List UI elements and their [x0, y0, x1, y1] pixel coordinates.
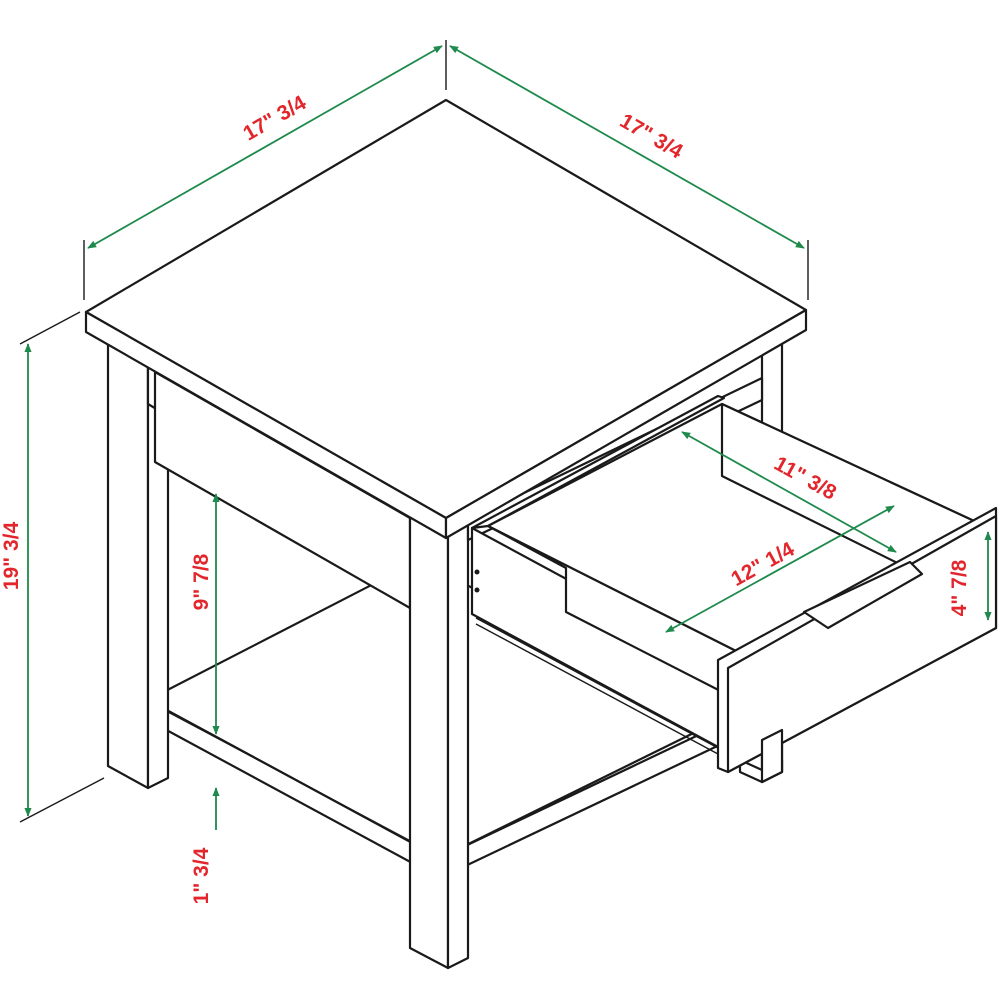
front-center-leg-side	[446, 518, 470, 970]
dimension-line-top-width	[87, 45, 443, 249]
drawer-screw-2	[474, 587, 480, 593]
label-overall-height: 19" 3/4	[0, 522, 23, 591]
table-drawing	[84, 98, 998, 970]
label-shelf-to-floor: 1" 3/4	[190, 847, 213, 904]
drawer-slide-rail-lower	[475, 623, 719, 755]
front-left-leg	[106, 334, 150, 790]
dimension-lines	[19, 40, 992, 830]
dimension-line-drawer-inner-depth	[665, 505, 895, 633]
extension-line-height-bottom	[19, 777, 105, 823]
front-center-leg	[408, 514, 450, 970]
drawer-slide-rail	[475, 617, 719, 749]
extension-line-height-top	[19, 311, 81, 345]
drawer-inside-back	[470, 394, 726, 530]
label-drawer-height: 4" 7/8	[948, 559, 971, 616]
label-top-depth: 17" 3/4	[616, 109, 687, 163]
label-top-width: 17" 3/4	[239, 91, 310, 145]
label-shelf-clearance: 9" 7/8	[190, 553, 213, 610]
shelf-edge-line	[167, 711, 421, 847]
dimension-line-top-depth	[449, 45, 805, 249]
drawer-screw-1	[474, 569, 480, 575]
table-top-right-edge	[444, 308, 808, 540]
back-right-leg-lower	[760, 728, 784, 784]
